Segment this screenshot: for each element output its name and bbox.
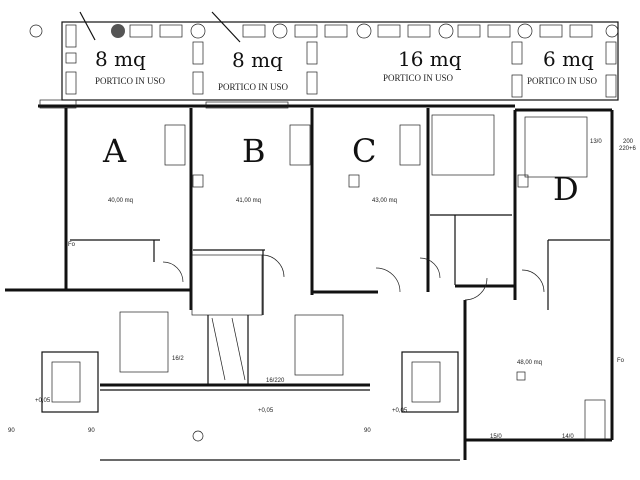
dimension-label: 220+6 <box>619 146 637 152</box>
unit-letter: D <box>553 170 579 208</box>
portico-area: 8 mq <box>232 48 283 72</box>
portico-label: PORTICO IN USO <box>95 76 165 86</box>
dimension-label: 90 <box>88 428 95 434</box>
dimension-label: 200 <box>623 139 634 145</box>
portico-label: PORTICO IN USO <box>218 82 288 92</box>
dimension-label: 16/2 <box>172 356 184 362</box>
dimension-label: 15/0 <box>490 434 502 440</box>
unit-area: 43,00 mq <box>372 198 397 204</box>
unit-letter: B <box>242 132 266 170</box>
unit-area: 41,00 mq <box>236 198 261 204</box>
portico-label: PORTICO IN USO <box>383 73 453 83</box>
fo-label: Fo <box>617 358 625 364</box>
building-walls <box>5 99 614 461</box>
elevation-label: +0,05 <box>35 398 51 404</box>
dimension-label: 14/0 <box>562 434 574 440</box>
fo-label: Fo <box>68 242 76 248</box>
elevation-label: +0,05 <box>392 408 408 414</box>
portico-strip <box>29 11 619 101</box>
dimension-label: 90 <box>364 428 371 434</box>
portico-label: PORTICO IN USO <box>527 76 597 86</box>
column-icon <box>29 24 43 38</box>
unit-letter: C <box>352 132 376 170</box>
unit-letter: A <box>102 132 127 170</box>
plant-icon <box>111 24 125 38</box>
unit-area: 48,00 mq <box>517 360 542 366</box>
portico-area: 16 mq <box>398 47 462 71</box>
portico-area: 8 mq <box>95 47 146 71</box>
portico-area: 6 mq <box>543 47 594 71</box>
elevation-label: +0,05 <box>258 408 274 414</box>
dimension-label: 90 <box>8 428 15 434</box>
unit-area: 40,00 mq <box>108 198 133 204</box>
dimension-label: 13/0 <box>590 139 602 145</box>
dimension-label: 16/220 <box>266 378 285 384</box>
